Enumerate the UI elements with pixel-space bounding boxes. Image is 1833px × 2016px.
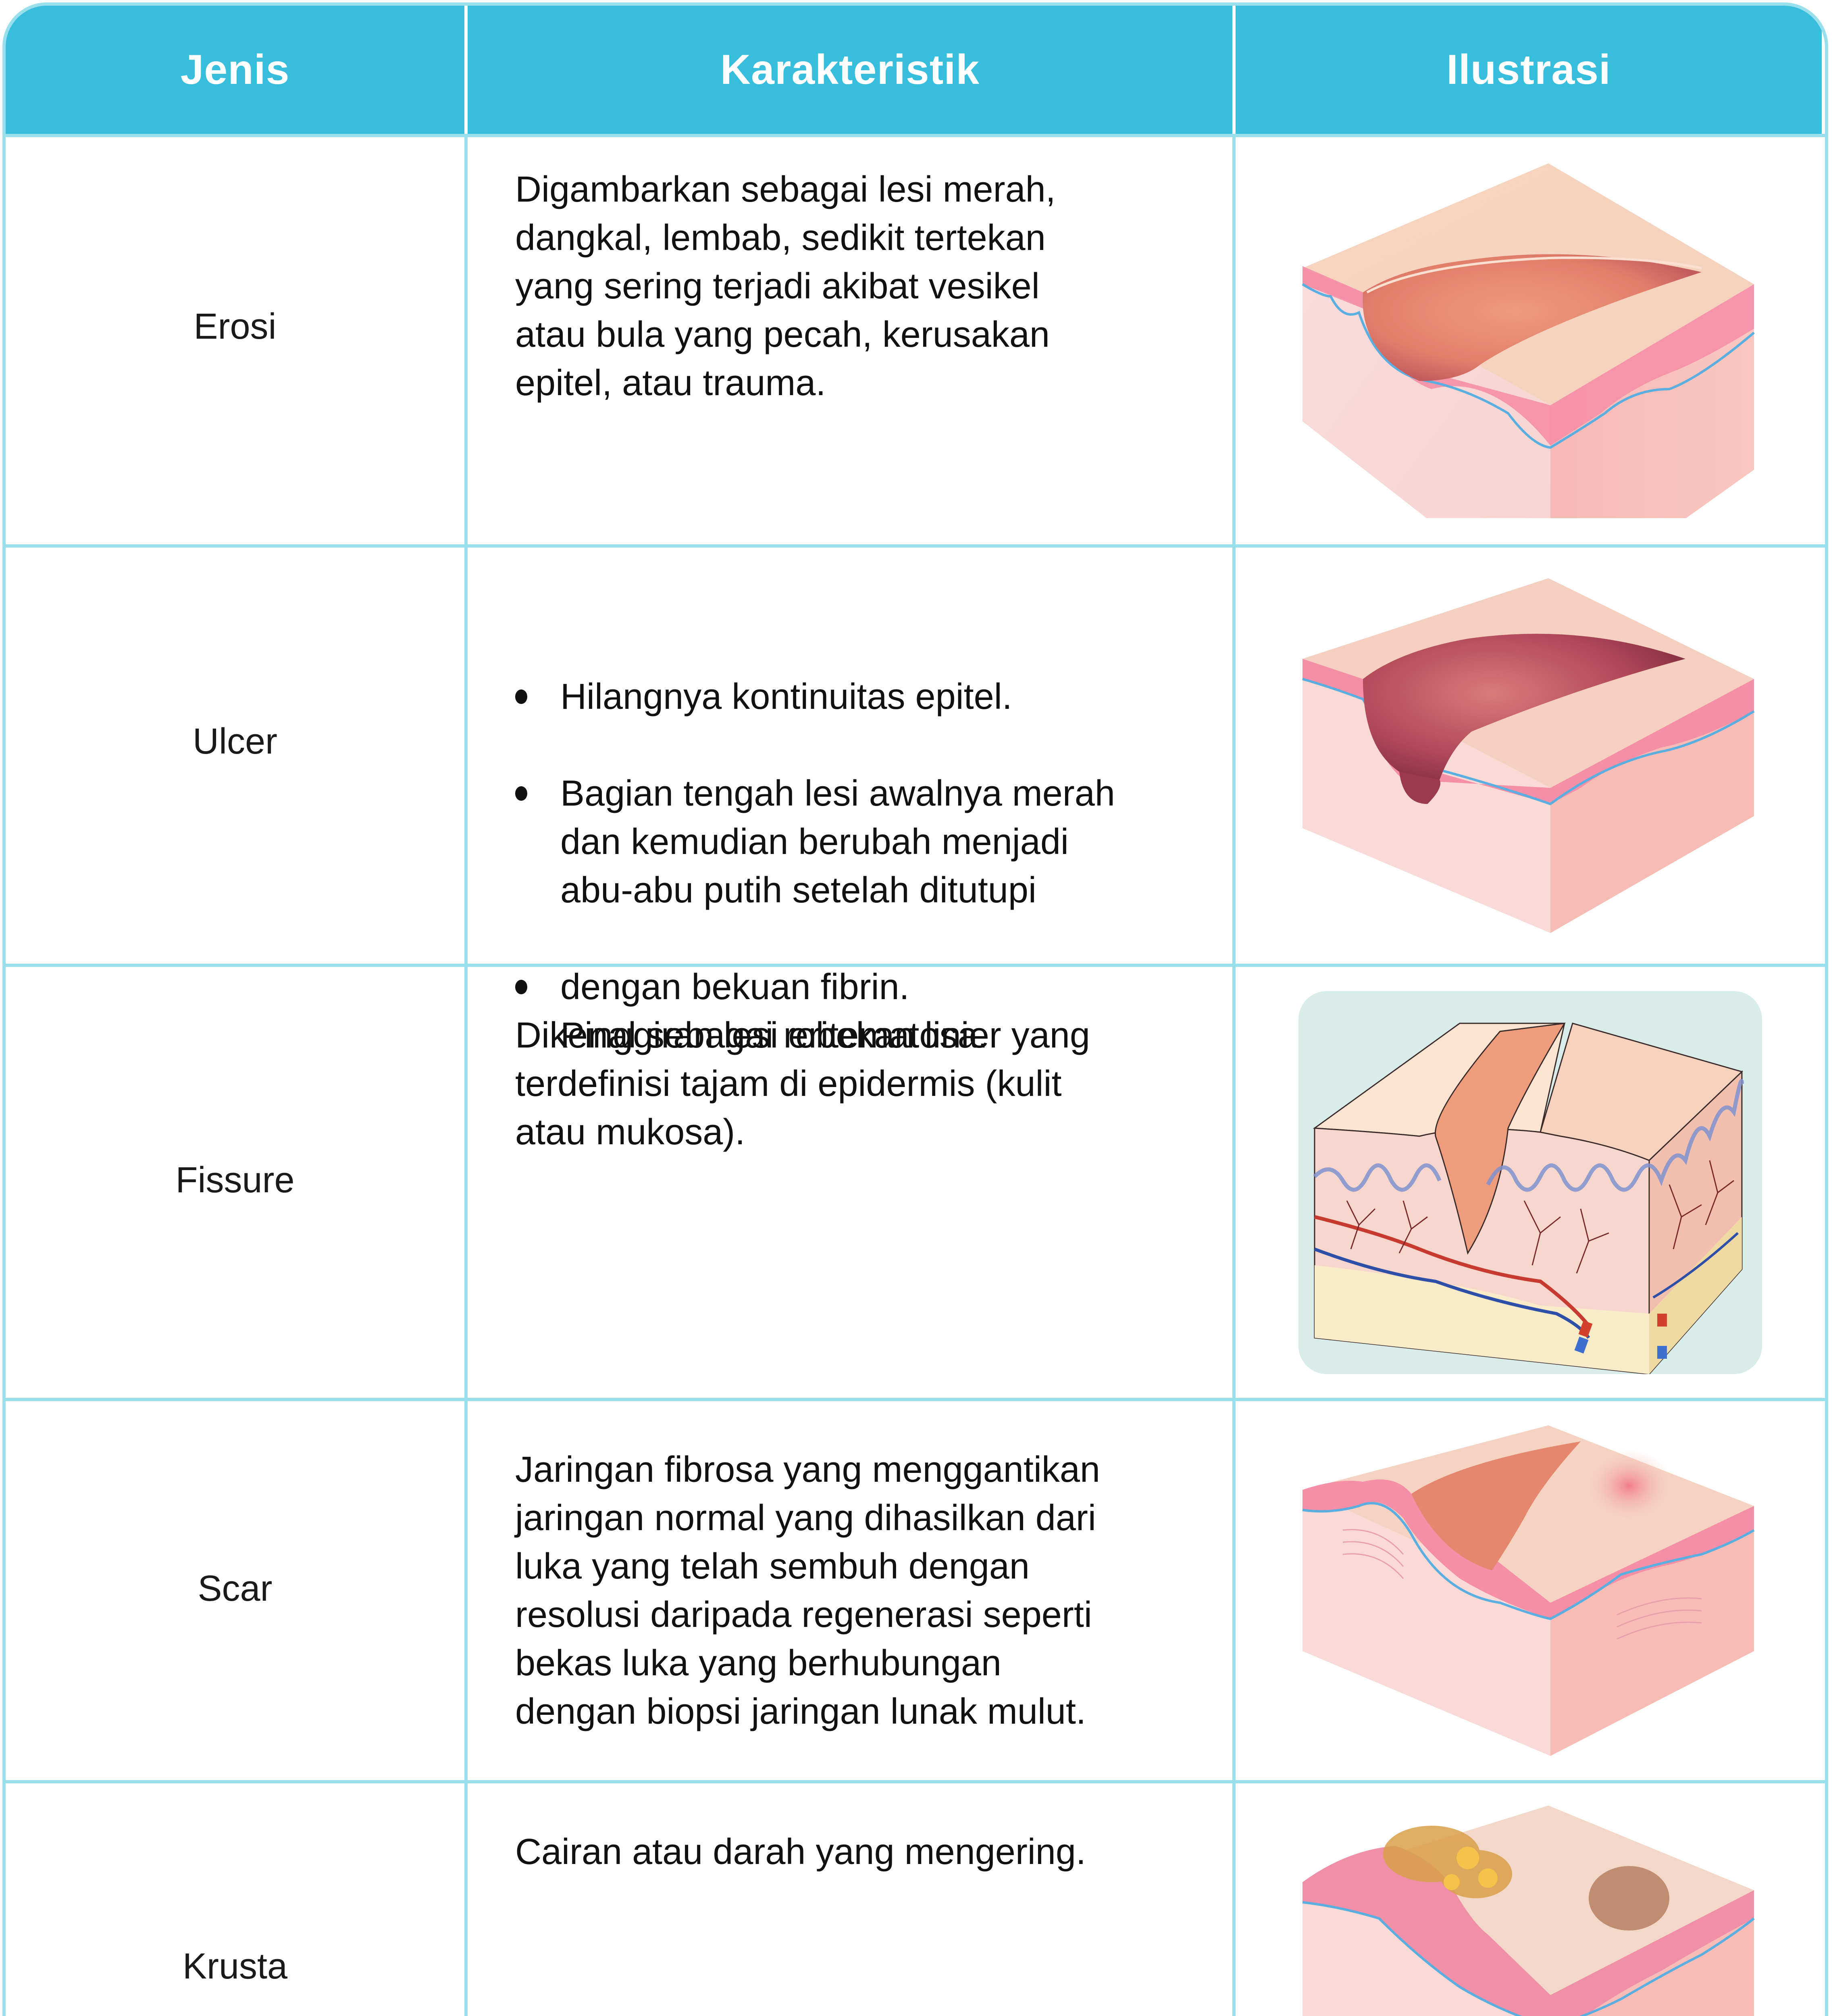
ulcer-skin-block-illustration [1302,578,1755,933]
row-erosi-jenis: Erosi [6,134,468,544]
row-erosi-ilustrasi [1236,134,1825,544]
row-krusta-karakteristik: Cairan atau darah yang mengering. [468,1780,1236,2016]
header-karakteristik: Karakteristik [468,6,1236,134]
row-krusta-jenis: Krusta [6,1780,468,2016]
erosion-skin-block-illustration [1302,163,1755,518]
header-ilustrasi: Ilustrasi [1236,6,1825,134]
bullet-icon [515,980,527,994]
table-grid: Jenis Karakteristik Ilustrasi Erosi Diga… [6,6,1825,2016]
row-ulcer-ilustrasi [1236,544,1825,964]
ulcer-bullet-1: Hilangnya kontinuitas epitel. [515,673,1184,721]
row-ulcer-jenis: Ulcer [6,544,468,964]
row-fissure-karakteristik: Dikenal sebagai robekan linier yang terd… [468,964,1236,1398]
scar-skin-block-illustration [1302,1425,1755,1756]
row-ulcer-karakteristik: Hilangnya kontinuitas epitel. Bagian ten… [468,544,1236,1056]
row-krusta-ilustrasi [1236,1780,1825,2016]
row-erosi-karakteristik: Digambarkan sebagai lesi merah, dangkal,… [468,134,1236,544]
ulcer-bullet-2: Bagian tengah lesi awalnya merah dan kem… [515,769,1184,914]
header-jenis: Jenis [6,6,468,134]
row-scar-jenis: Scar [6,1398,468,1780]
row-fissure-jenis: Fissure [6,964,468,1398]
ulcer-bullet-list: Hilangnya kontinuitas epitel. Bagian ten… [515,624,1184,1108]
crust-skin-block-illustration [1302,1805,1755,2016]
row-fissure-ilustrasi [1236,964,1825,1398]
row-scar-karakteristik: Jaringan fibrosa yang menggantikan jarin… [468,1398,1236,1780]
ulcer-bullet-3: dengan bekuan fibrin. Pinggiran lesi eri… [515,963,1184,1060]
bullet-icon [515,786,527,801]
bullet-icon [515,689,527,704]
row-scar-ilustrasi [1236,1398,1825,1780]
fissure-skin-cross-section-illustration [1298,991,1762,1374]
